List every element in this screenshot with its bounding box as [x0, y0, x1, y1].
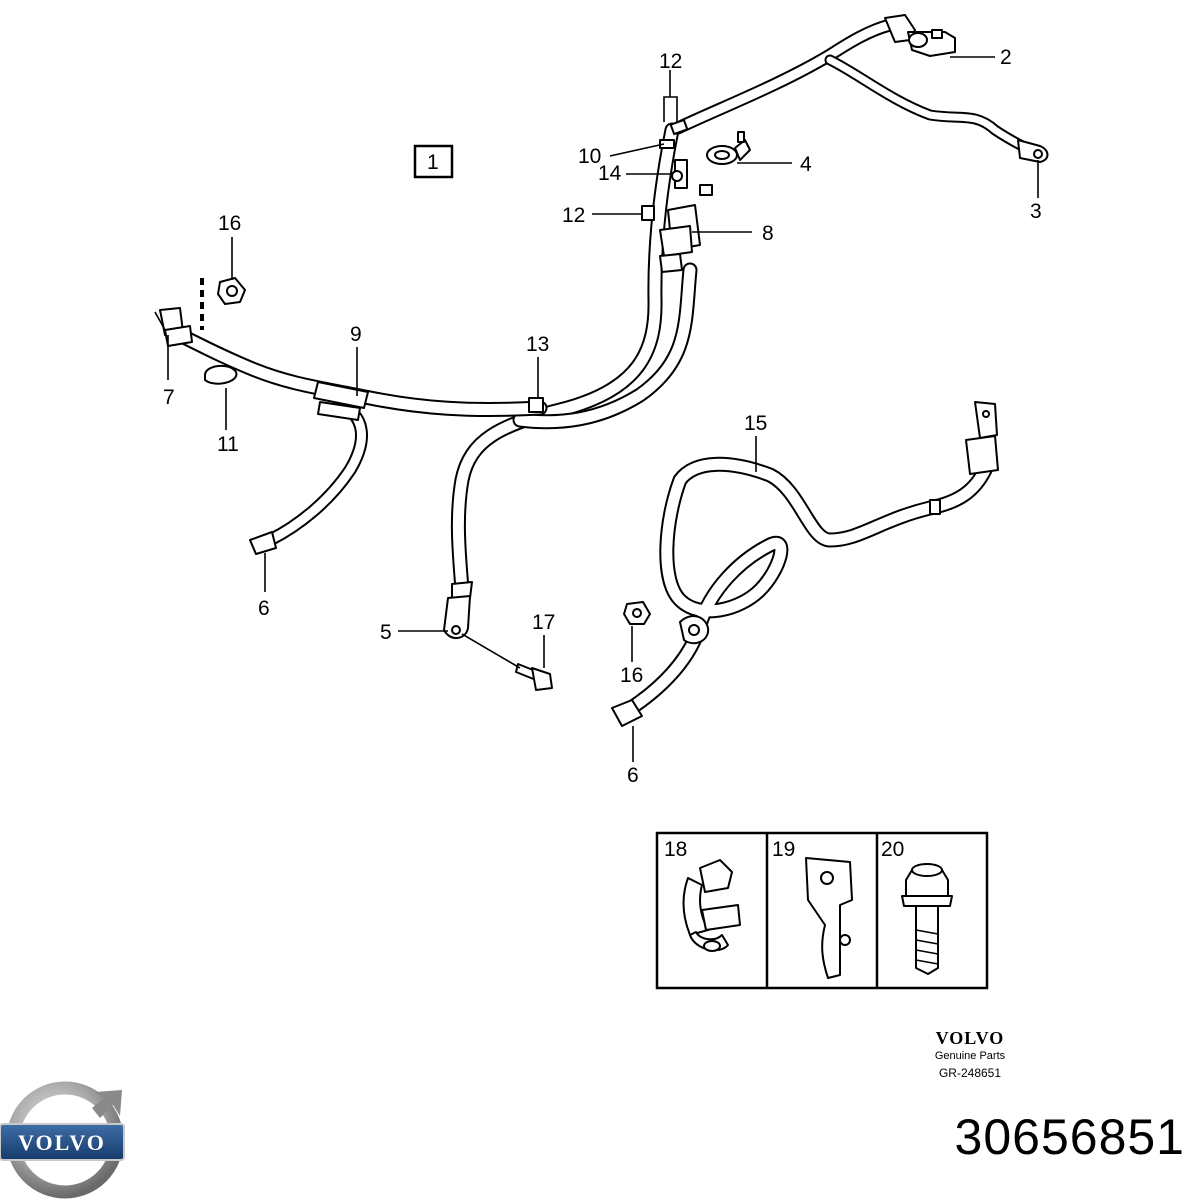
clip-icon [682, 859, 741, 952]
connector-6-right [611, 699, 643, 727]
terminal-clamp-2 [884, 14, 956, 57]
ring-terminal-3 [1017, 139, 1049, 163]
callout-5: 5 [380, 621, 392, 644]
callout-11: 11 [217, 433, 239, 456]
callout-15: 15 [744, 412, 767, 435]
callout-9: 9 [350, 323, 362, 346]
leader-lines [167, 56, 1039, 762]
part-number: 30656851 [954, 1109, 1185, 1165]
callout-6-left: 6 [258, 597, 270, 620]
callout-6-right: 6 [627, 764, 639, 787]
cable-harness [170, 18, 1036, 720]
tag-13 [528, 397, 544, 413]
sleeve-9 [313, 381, 369, 421]
group-label: 1 [427, 151, 439, 174]
bolt-17 [515, 663, 553, 691]
nut-16-right [623, 601, 651, 625]
cable-clips [641, 118, 689, 221]
callout-10: 10 [578, 145, 601, 168]
bolt-icon [901, 863, 953, 975]
callout-16-top: 16 [218, 212, 241, 235]
detail-panels: 18 19 20 [655, 831, 989, 990]
callout-17: 17 [532, 611, 555, 634]
ring-lug-15 [679, 615, 710, 645]
callout-16-right: 16 [620, 664, 643, 687]
genuine-parts-text: Genuine Parts [934, 1050, 1006, 1062]
connector-15-end [929, 401, 999, 515]
volvo-logo: VOLVO [0, 1081, 125, 1199]
callout-14: 14 [598, 162, 622, 185]
terminal-clamp-4 [706, 131, 751, 165]
callout-8: 8 [762, 222, 774, 245]
callout-7: 7 [163, 386, 175, 409]
connector-6-left [249, 531, 277, 555]
callout-12-top: 12 [659, 50, 682, 73]
callout-labels: 12 2 3 10 4 14 12 8 16 9 13 7 11 15 6 17… [163, 46, 1042, 787]
callout-2: 2 [1000, 46, 1012, 69]
panel-18-label: 18 [664, 838, 687, 861]
callout-3: 3 [1030, 200, 1042, 223]
nut-16-top [217, 277, 246, 305]
panel-19-label: 19 [772, 838, 795, 861]
panel-20-label: 20 [881, 838, 904, 861]
p-clip-11 [204, 364, 238, 385]
drawing-code: GR-248651 [938, 1066, 1002, 1080]
callout-13: 13 [526, 333, 549, 356]
callout-12-mid: 12 [562, 204, 585, 227]
bracket-7 [154, 307, 193, 347]
bracket-icon [805, 857, 853, 979]
ring-lug-5 [443, 581, 473, 639]
group-label-box: 1 [413, 144, 454, 179]
genuine-parts-block: VOLVO Genuine Parts GR-248651 [900, 1028, 1040, 1080]
callout-4: 4 [800, 153, 812, 176]
genuine-brand: VOLVO [935, 1028, 1005, 1048]
volvo-logo-text: VOLVO [18, 1130, 106, 1155]
